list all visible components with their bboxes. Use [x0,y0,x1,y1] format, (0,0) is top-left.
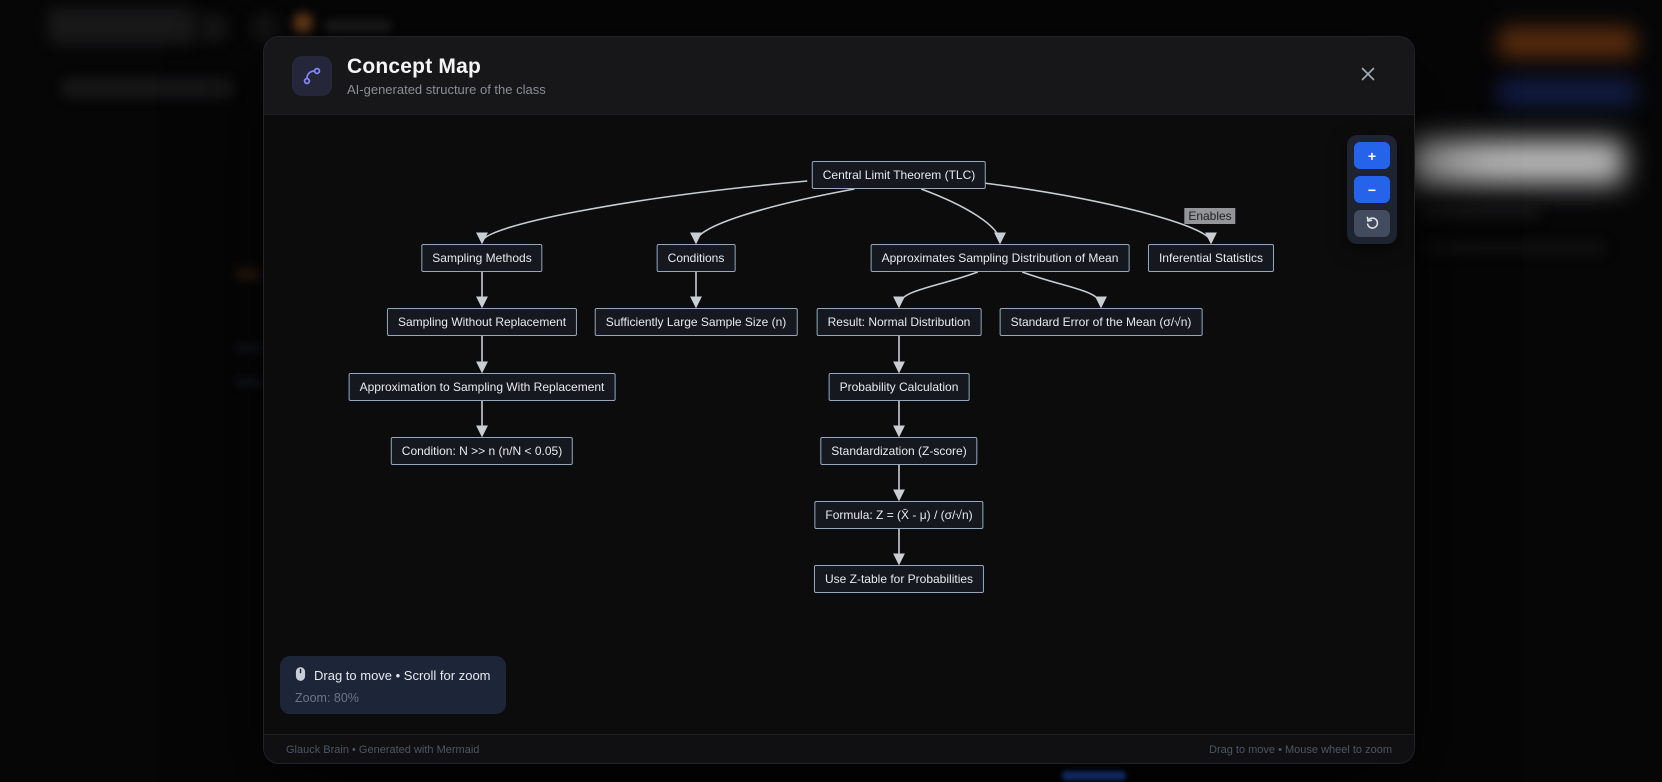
diagram-canvas[interactable]: Central Limit Theorem (TLC) Sampling Meth… [264,115,1414,734]
close-button[interactable] [1350,58,1386,94]
diagram-nodes: Central Limit Theorem (TLC) Sampling Meth… [264,115,1414,734]
diagram-node-sz: Standardization (Z-score) [820,437,978,465]
diagram-node-asdm: Approximates Sampling Distribution of Me… [870,244,1130,272]
diagram-node-slss: Sufficiently Large Sample Size (n) [594,308,798,336]
blurred-logo [48,8,198,44]
zoom-controls: + − [1347,135,1397,244]
diagram-node-sm: Sampling Methods [421,244,543,272]
hint-text: Drag to move • Scroll for zoom [314,668,491,683]
edge-label-clt-is: Enables [1184,208,1236,224]
diagram-node-rnd: Result: Normal Distribution [816,308,982,336]
git-branch-icon [292,55,332,96]
footer-right-text: Drag to move • Mouse wheel to zoom [1209,744,1392,756]
zoom-level-text: Zoom: 80% [295,691,359,705]
blurred-row-2 [1425,243,1605,253]
hint-line: Drag to move • Scroll for zoom [295,666,491,685]
zoom-in-button[interactable]: + [1354,142,1390,169]
diagram-node-clt: Central Limit Theorem (TLC) [811,161,987,189]
footer-left-text: Glauck Brain • Generated with Mermaid [286,744,480,756]
blurred-left-item-1 [236,268,260,280]
diagram-node-ztable: Use Z-table for Probabilities [813,565,985,593]
diagram-node-sem: Standard Error of the Mean (σ/√n) [999,308,1203,336]
modal-subtitle: AI-generated structure of the class [347,81,546,97]
hint-box: Drag to move • Scroll for zoom Zoom: 80% [280,656,506,714]
blurred-blue-button [1498,78,1636,107]
rotate-ccw-icon [1365,215,1380,233]
modal-footer: Glauck Brain • Generated with Mermaid Dr… [264,734,1414,763]
modal-title: Concept Map [347,54,482,78]
zoom-out-button[interactable]: − [1354,176,1390,203]
blurred-row-1 [1420,205,1540,217]
modal-title-block: Concept Map AI-generated structure of th… [347,55,546,97]
diagram-node-is: Inferential Statistics [1147,244,1275,272]
diagram-node-formula: Formula: Z = (X̄ - μ) / (σ/√n) [814,501,984,529]
bottom-blue-bar [1062,771,1126,780]
mouse-icon [295,666,306,685]
blurred-avatar-orange [293,13,313,33]
blurred-left-item-3 [236,378,262,386]
blurred-search-bar [60,77,235,99]
diagram-node-aswr: Approximation to Sampling With Replaceme… [348,373,616,401]
close-icon [1359,65,1377,86]
diagram-edges [476,180,1217,566]
blurred-nav-text [325,20,391,32]
diagram-node-pc: Probability Calculation [828,373,970,401]
diagram-node-swr: Sampling Without Replacement [386,308,578,336]
reset-view-button[interactable] [1354,210,1390,237]
modal-header: Concept Map AI-generated structure of th… [264,37,1414,115]
blurred-white-card [1408,140,1624,184]
diagram-node-condn: Condition: N >> n (n/N < 0.05) [390,437,574,465]
blurred-nav-circle-1 [198,13,228,43]
blurred-orange-button [1498,27,1636,58]
concept-map-modal: Concept Map AI-generated structure of th… [263,36,1415,764]
blurred-left-item-2 [236,344,262,352]
diagram-node-cond: Conditions [656,244,736,272]
